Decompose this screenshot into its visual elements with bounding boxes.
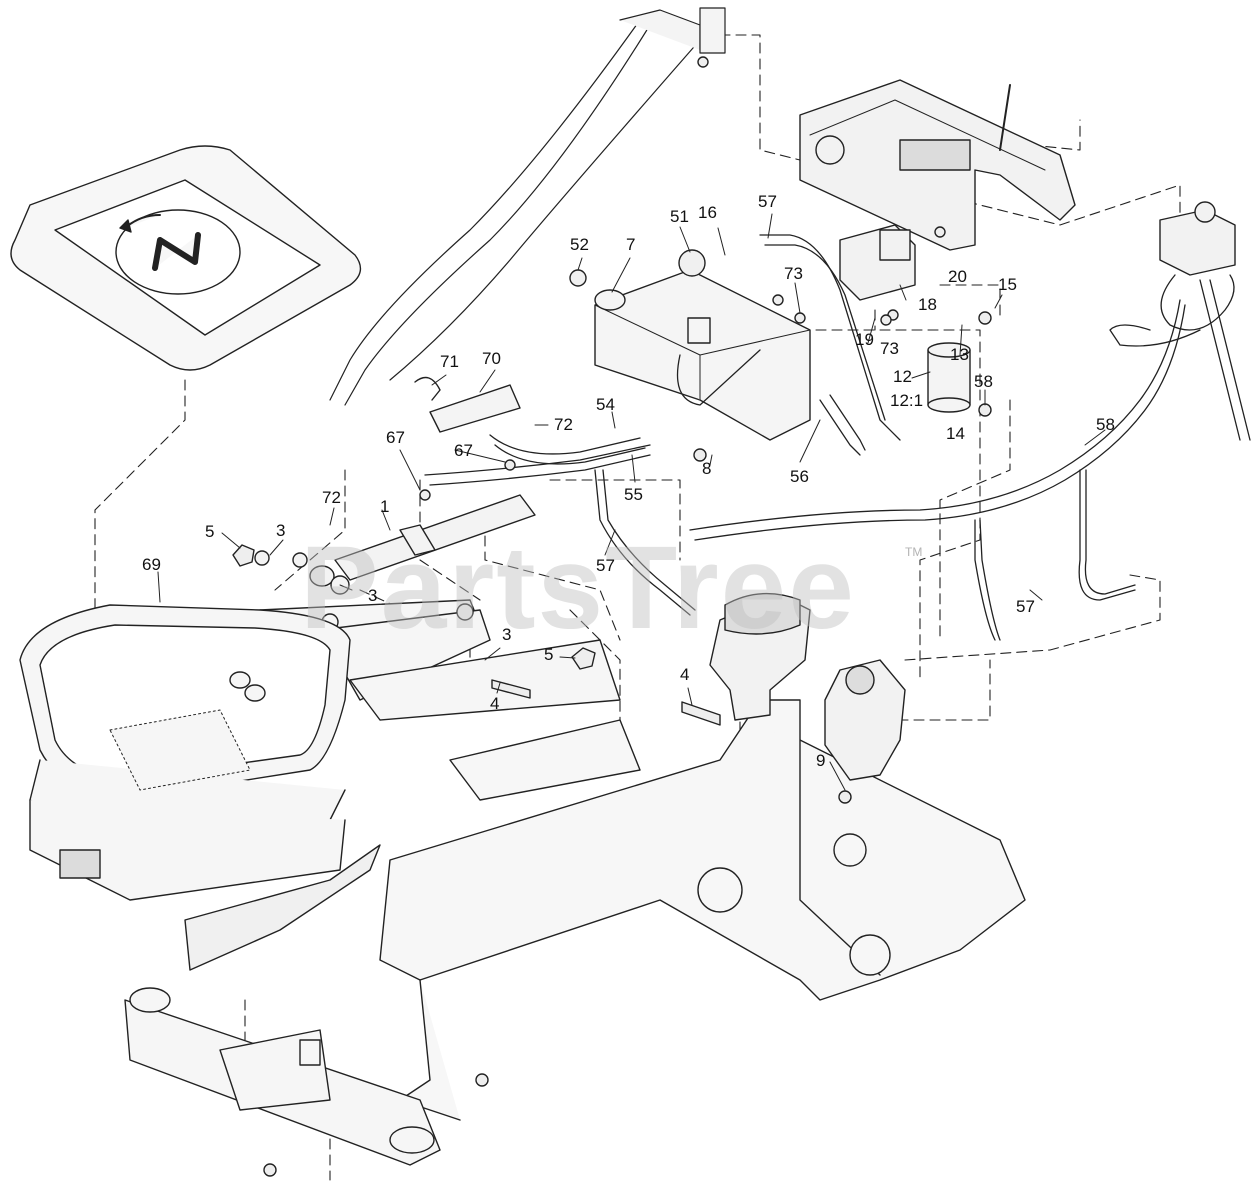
callout-20: 20 xyxy=(948,267,967,286)
watermark-trademark: TM xyxy=(905,545,923,559)
callout-72a: 72 xyxy=(554,415,573,434)
filter-canister xyxy=(927,342,971,413)
hydraulic-hoses xyxy=(424,234,1251,641)
bracket-70 xyxy=(429,384,521,433)
callout-14: 14 xyxy=(946,424,965,443)
callout-7: 7 xyxy=(626,235,636,254)
callout-5a: 5 xyxy=(205,522,215,541)
control-valve xyxy=(839,224,916,301)
callout-3a: 3 xyxy=(276,521,286,540)
callout-57a: 57 xyxy=(758,192,777,211)
spreader-hopper xyxy=(19,604,381,971)
callout-52: 52 xyxy=(570,235,589,254)
callout-55: 55 xyxy=(624,485,643,504)
callout-67b: 67 xyxy=(454,441,473,460)
callout-4b: 4 xyxy=(680,665,690,684)
callout-4a: 4 xyxy=(490,694,500,713)
callout-70: 70 xyxy=(482,349,501,368)
callout-5b: 5 xyxy=(544,645,554,664)
callout-1: 1 xyxy=(380,497,390,516)
callout-13: 13 xyxy=(950,345,969,364)
tank-cap xyxy=(678,249,706,277)
callout-73a: 73 xyxy=(784,264,803,283)
bolt-4a xyxy=(491,679,531,699)
control-panel-bracket xyxy=(799,79,1076,251)
callout-3b: 3 xyxy=(368,586,378,605)
callout-67a: 67 xyxy=(386,428,405,447)
watermark: PartsTree xyxy=(300,522,856,654)
control-cables xyxy=(329,7,726,406)
callout-8: 8 xyxy=(702,459,712,478)
callout-69: 69 xyxy=(142,555,161,574)
callout-73b: 73 xyxy=(880,339,899,358)
callout-18: 18 xyxy=(918,295,937,314)
callout-19: 19 xyxy=(855,330,874,349)
callout-12: 12 xyxy=(893,367,912,386)
callout-15: 15 xyxy=(998,275,1017,294)
valve-block xyxy=(1159,201,1236,276)
callout-54: 54 xyxy=(596,395,615,414)
callout-leaders xyxy=(157,213,1106,791)
callout-58b: 58 xyxy=(1096,415,1115,434)
fitting-52 xyxy=(569,269,587,287)
hydraulic-tank xyxy=(594,269,811,441)
hydraulic-pump-front xyxy=(709,592,811,721)
assembly-leader-lines xyxy=(94,34,1181,1181)
callout-9: 9 xyxy=(816,751,826,770)
callout-3c: 3 xyxy=(502,625,512,644)
callout-16: 16 xyxy=(698,203,717,222)
callout-57b: 57 xyxy=(596,556,615,575)
bolt-4b xyxy=(681,701,721,726)
axle-assembly xyxy=(124,987,441,1166)
callout-51: 51 xyxy=(670,207,689,226)
lift-cylinder xyxy=(254,494,536,595)
callout-71: 71 xyxy=(440,352,459,371)
clip-71 xyxy=(414,376,441,401)
callout-12-1: 12:1 xyxy=(890,391,924,410)
hydraulic-pump-rear xyxy=(824,659,906,781)
callout-58a: 58 xyxy=(974,372,993,391)
hardware xyxy=(232,56,992,1177)
callout-72b: 72 xyxy=(322,488,341,507)
hopper-lid xyxy=(10,145,362,371)
callout-57c: 57 xyxy=(1016,597,1035,616)
machine-frame xyxy=(379,699,1026,1121)
callout-56: 56 xyxy=(790,467,809,486)
